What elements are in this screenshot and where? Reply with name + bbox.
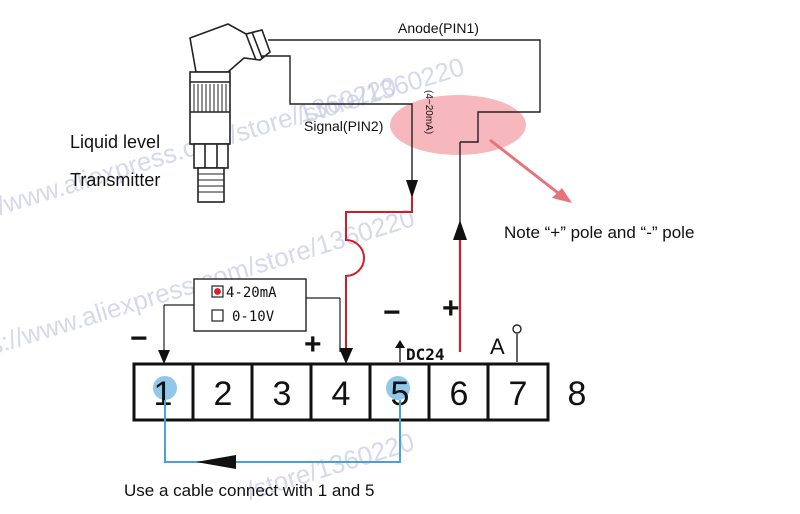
note-pointer-arrow-icon (552, 188, 572, 203)
terminal-6: 6 (450, 375, 469, 413)
selector-option-0-10v: 0-10V (232, 309, 275, 325)
device-label-line-1: Liquid level (70, 132, 160, 152)
radio-dot-fill-icon (214, 288, 221, 295)
device-label-line-2: Transmitter (70, 170, 160, 190)
knurl-band (193, 84, 227, 112)
square-checkbox-icon (211, 309, 224, 322)
note-label: Note “+” pole and “-” pole (504, 223, 694, 242)
minus-terminal-5: − (383, 296, 401, 329)
terminal-8: 8 (568, 375, 587, 413)
dc24-label: DC24 (406, 345, 445, 364)
link-cable-arrow-icon (196, 455, 236, 469)
note-pointer (489, 138, 563, 198)
dc24-up-arrow-icon (395, 340, 405, 348)
selector-option-4-20ma: 4-20mA (226, 285, 277, 301)
terminal-a-connector-icon (512, 324, 522, 334)
terminal-3: 3 (273, 375, 292, 413)
bottom-note: Use a cable connect with 1 and 5 (124, 481, 374, 500)
anode-wire (268, 39, 541, 143)
plus-terminal-4: + (304, 328, 322, 361)
terminal-4-arrow-icon (339, 348, 353, 364)
terminal-block (132, 362, 550, 422)
minus-terminal-1: − (130, 322, 148, 355)
link-cable-1-5 (164, 400, 401, 463)
signal-wire-to-terminal-4 (345, 196, 413, 352)
terminal-1: 1 (154, 375, 173, 413)
signal-label: Signal(PIN2) (304, 118, 383, 134)
terminal-1-arrow-icon (158, 350, 170, 364)
plus-terminal-6: + (442, 292, 460, 325)
terminal-5: 5 (391, 375, 410, 413)
signal-wire-upper (262, 55, 413, 196)
anode-label: Anode(PIN1) (398, 20, 479, 36)
terminal-a-label: A (490, 334, 505, 359)
terminal-7: 7 (509, 375, 528, 413)
terminal-6-up-arrow-icon (453, 220, 467, 240)
current-range-label: (4~20mA) (423, 90, 434, 134)
terminal-5-highlight (386, 376, 410, 400)
hex-nut (193, 143, 229, 169)
terminal-2: 2 (214, 375, 233, 413)
terminal-4: 4 (332, 375, 351, 413)
terminal-1-highlight (153, 376, 177, 400)
terminal-numbers: 1 2 3 4 5 6 7 8 (154, 375, 587, 413)
signal-down-arrow-icon (406, 180, 418, 198)
thread (197, 167, 225, 203)
